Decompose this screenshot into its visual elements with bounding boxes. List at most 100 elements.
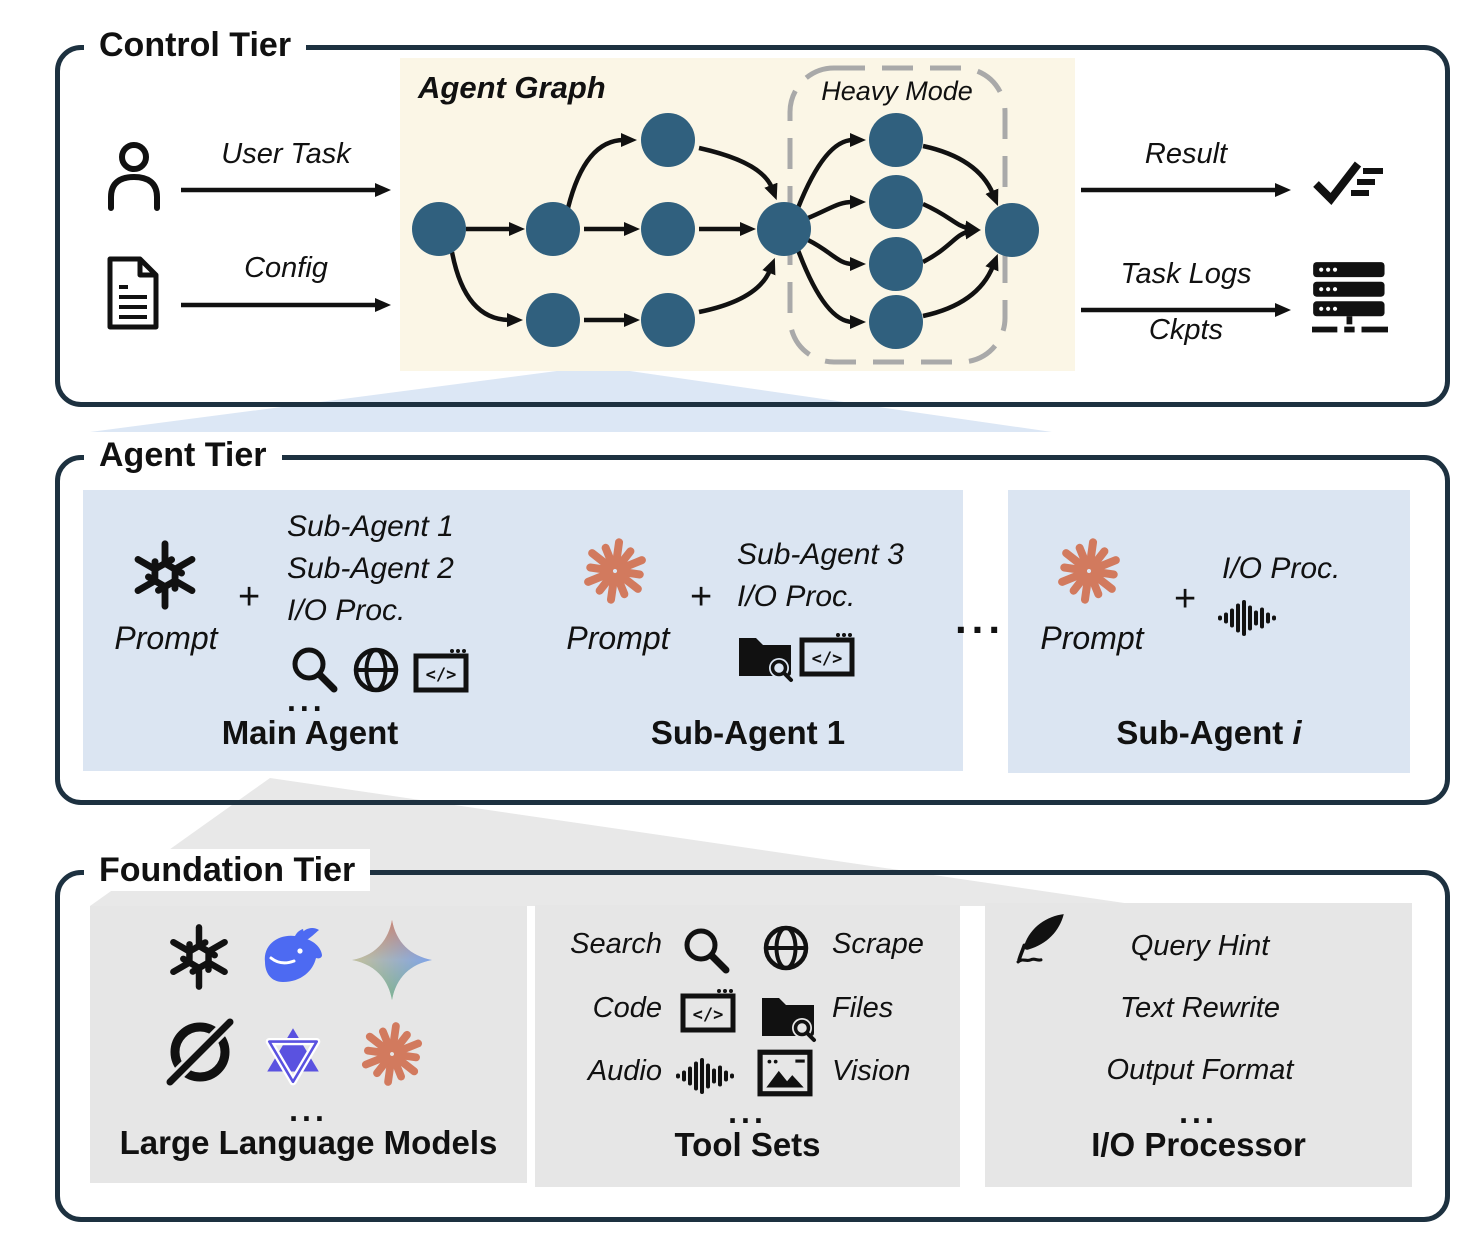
cards-ellipsis: ... [955,595,1006,642]
tool-label-search: Search [570,928,662,960]
prompt-label: Prompt [1040,620,1144,656]
tool-label-files: Files [832,992,894,1024]
deepseek-logo [264,927,322,982]
control-tier-box [55,45,1450,407]
io-caption: I/O Processor [1091,1126,1306,1163]
plus-sign: + [690,576,713,618]
task-logs-label: Task Logs [1120,258,1252,290]
ckpts-label: Ckpts [1148,314,1224,346]
agent-tier-title: Agent Tier [84,434,282,476]
component-label: I/O Proc. [287,594,406,627]
user-task-arrow [181,183,391,197]
heavy-mode-node [869,295,923,349]
search-icon [292,647,338,693]
caption-variable: i [1292,714,1302,751]
plus-sign: + [238,576,261,618]
foundation-tier-box [55,870,1450,1222]
sub-agent-1-caption: Sub-Agent 1 [650,714,846,751]
user-task-label: User Task [221,138,351,170]
tool-label-code: Code [592,992,662,1024]
config-label: Config [244,252,328,284]
sub-agent-1-components: Sub-Agent 3 I/O Proc. [737,534,904,618]
user-icon [108,142,160,211]
agent-graph-label: Agent Graph [418,70,606,105]
tool-label-audio: Audio [587,1055,662,1087]
grok-logo [161,1013,239,1091]
component-label: Sub-Agent 1 [287,510,454,543]
svg-text:</>: </> [812,649,843,669]
svg-text:</>: </> [693,1005,724,1025]
code-icon: </> [799,633,855,677]
code-icon: </> [413,649,469,693]
folder-search-icon [739,638,793,682]
claude-logo [1058,538,1120,604]
tools-caption: Tool Sets [674,1126,821,1163]
main-agent-components: Sub-Agent 1 Sub-Agent 2 I/O Proc. [287,506,454,632]
io-processor-box [985,903,1412,1187]
task-logs-arrow [1081,303,1291,317]
ellipsis: ... [1179,1094,1218,1130]
result-label: Result [1144,138,1228,170]
sub-agent-i-components: I/O Proc. [1222,548,1340,590]
sub-agent-i-card [1008,490,1410,773]
component-label: I/O Proc. [737,580,856,613]
ellipsis: ... [287,682,326,718]
globe-icon [353,647,399,693]
config-arrow [181,298,391,312]
io-item: Text Rewrite [1119,992,1281,1024]
document-icon [107,256,159,330]
svg-text:</>: </> [426,665,457,685]
tool-label-scrape: Scrape [832,928,924,960]
llm-caption: Large Language Models [119,1124,498,1161]
heavy-mode-node [869,113,923,167]
component-label: Sub-Agent 2 [287,552,454,585]
audio-waveform-icon [676,1058,734,1094]
main-agent-caption: Main Agent [221,714,399,751]
sub-agent-1-card [533,490,963,771]
heavy-mode-node [869,237,923,291]
graph-node [757,202,811,256]
graph-node [641,293,695,347]
openai-logo [170,924,228,990]
control-tier-title: Control Tier [84,24,307,66]
ellipsis: ... [728,1094,767,1130]
heavy-mode-label: Heavy Mode [821,76,973,106]
agent-graph [412,65,1039,365]
search-icon [684,928,730,974]
quill-icon [1016,914,1064,964]
audio-waveform-icon [1218,600,1276,636]
code-icon: </> [680,989,736,1033]
foundation-tier-title: Foundation Tier [84,849,371,891]
qwen-logo [265,1028,321,1086]
claude-logo [584,538,646,604]
gemini-logo [352,920,432,1000]
sub-agent-i-caption: Sub-Agent i [1008,714,1410,752]
tools-box [535,905,960,1187]
ellipsis: ... [289,1092,328,1128]
io-item: Output Format [1106,1054,1294,1086]
tool-label-vision: Vision [832,1055,911,1087]
caption-text: Sub-Agent [1116,714,1293,751]
checklist-icon [1313,161,1383,206]
folder-search-icon [762,998,816,1042]
image-icon [757,1049,813,1097]
openai-logo [134,540,196,610]
control-to-agent-wedge [90,366,1052,432]
graph-node [641,113,695,167]
graph-node [526,293,580,347]
globe-icon [763,925,809,971]
plus-sign: + [1174,578,1197,620]
graph-node [526,202,580,256]
component-label: I/O Proc. [1222,552,1341,585]
prompt-label: Prompt [114,620,218,656]
graph-node [412,202,466,256]
claude-logo [361,1022,423,1086]
prompt-label: Prompt [566,620,670,656]
result-arrow [1081,183,1291,197]
main-agent-card [83,490,537,771]
io-item: Query Hint [1130,930,1270,962]
heavy-mode-node [869,175,923,229]
agent-tier-box [55,455,1450,805]
graph-node [641,202,695,256]
